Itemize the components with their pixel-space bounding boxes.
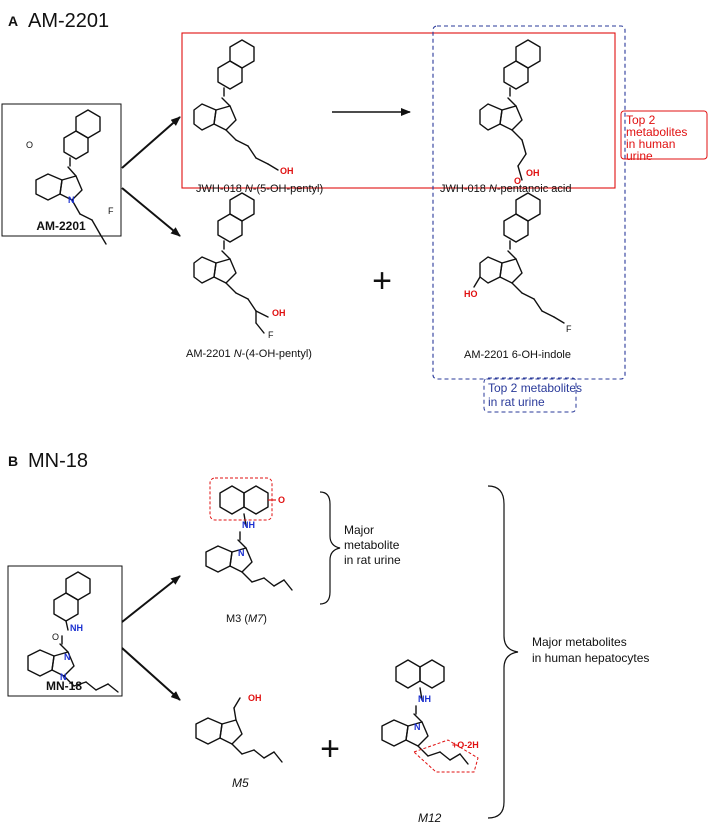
rat-note-line-2: in rat urine (488, 395, 545, 409)
panel-b-letter: B (8, 453, 18, 469)
rat-note-b-line-2: metabolite (344, 538, 400, 552)
am2201-indole-n: N (68, 195, 75, 205)
jwh018-5oh-structure (193, 39, 279, 171)
mn18-indazole-n2: N (64, 652, 71, 662)
rat-note-b-line-3: in rat urine (344, 553, 401, 567)
arrow-to-m3 (121, 575, 181, 623)
human-note-line-1: Top 2 (626, 113, 656, 127)
am2201-4oh-label: AM-2201 N-(4-OH-pentyl) (186, 348, 312, 360)
am2201-4oh-structure (193, 192, 269, 334)
rat-note-line-1: Top 2 metabolites (488, 381, 582, 395)
arrow-to-m5 (121, 647, 181, 701)
rat-brace (319, 491, 341, 605)
human-note-box (620, 110, 708, 160)
mn18-indazole-n1: N (60, 672, 67, 682)
mn18-carbonyl-o: O (52, 632, 59, 642)
m3-indazole-n: N (238, 548, 245, 558)
jwh018-5oh-hydroxyl: OH (280, 166, 294, 176)
rat-note-b-line-1: Major (344, 523, 374, 537)
panel-a-letter: A (8, 13, 18, 29)
am2201-6oh-hydroxyl: HO (464, 289, 478, 299)
arrow-to-5oh (121, 116, 181, 169)
m3-naphthyl-highlight (209, 477, 273, 521)
rat-note-box (483, 377, 577, 413)
am2201-fluorine: F (108, 206, 114, 216)
arrow-to-4oh (121, 187, 181, 237)
m12-amide-nh: NH (418, 694, 431, 704)
jwh018-acid-label: JWH-018 N-pentanoic acid (440, 183, 571, 195)
m12-indazole-n: N (414, 722, 421, 732)
m12-pentyl-highlight (413, 739, 479, 773)
jwh018-5oh-label: JWH-018 N-(5-OH-pentyl) (196, 183, 323, 195)
human-urine-box (181, 32, 616, 189)
human-note-line-4: urine (626, 149, 653, 163)
hepatocytes-brace (487, 485, 519, 819)
hep-note-line-2: in human hepatocytes (532, 651, 649, 665)
am2201-structure (35, 109, 107, 245)
m12-label: M12 (418, 811, 442, 825)
mn18-structure (27, 571, 119, 693)
am2201-carbonyl-o: O (26, 140, 33, 150)
am2201-name: AM-2201 (36, 219, 86, 233)
panel-b-title: MN-18 (28, 450, 88, 472)
hep-note-line-1: Major metabolites (532, 635, 627, 649)
mn18-amide-nh: NH (70, 623, 83, 633)
plus-b: + (320, 730, 340, 768)
m3-amide-nh: NH (242, 520, 255, 530)
jwh018-acid-o1: O (514, 176, 521, 186)
mn18-name: MN-18 (46, 679, 82, 693)
m3-label: M3 (M7) (226, 613, 267, 625)
m5-structure (195, 697, 283, 763)
m5-label: M5 (232, 776, 249, 790)
am2201-6oh-fluorine: F (566, 324, 572, 334)
am2201-4oh-fluorine: F (268, 330, 274, 340)
human-note-line-2: metabolites (626, 125, 687, 139)
am2201-6oh-label: AM-2201 6-OH-indole (464, 349, 571, 361)
panel-a-title: AM-2201 (28, 10, 109, 32)
parent-box-am2201 (1, 103, 122, 237)
jwh018-acid-oh: OH (526, 168, 540, 178)
m12-structure (381, 659, 469, 765)
parent-box-mn18 (7, 565, 123, 697)
plus-a: + (372, 262, 392, 300)
jwh018-acid-structure (479, 39, 541, 181)
am2201-4oh-hydroxyl: OH (272, 308, 286, 318)
am2201-6oh-structure (473, 192, 565, 324)
rat-urine-box (432, 25, 626, 380)
m3-o-tag: O (278, 495, 285, 505)
m12-tag: +O-2H (452, 740, 479, 750)
human-note-line-3: in human (626, 137, 675, 151)
m5-hydroxyl: OH (248, 693, 262, 703)
